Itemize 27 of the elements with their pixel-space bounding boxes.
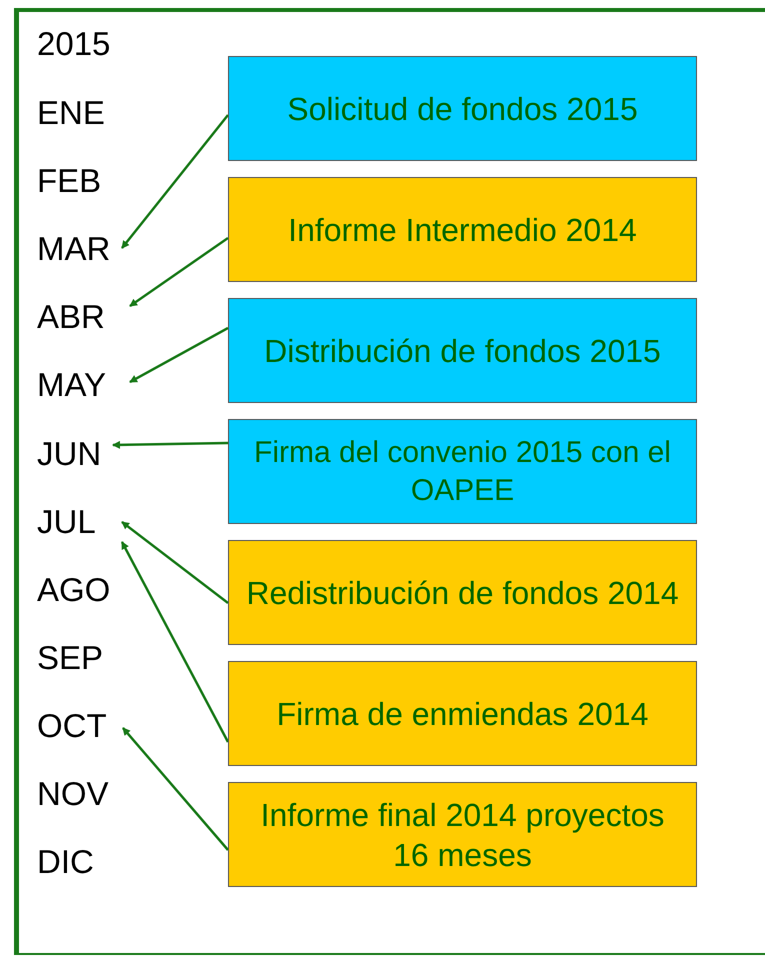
- arrow: [112, 440, 228, 449]
- event-box: Informe Intermedio 2014: [228, 177, 697, 282]
- event-box: Distribución de fondos 2015: [228, 298, 697, 403]
- arrow: [120, 541, 230, 743]
- arrow: [129, 236, 229, 308]
- month-label: ENE: [37, 93, 112, 133]
- month-label: SEP: [37, 638, 112, 678]
- event-box: Redistribución de fondos 2014: [228, 540, 697, 645]
- event-box: Firma del convenio 2015 con el OAPEE: [228, 419, 697, 524]
- month-label: JUN: [37, 434, 113, 474]
- month-label: MAY: [37, 365, 130, 405]
- event-box: Informe final 2014 proyectos 16 meses: [228, 782, 697, 887]
- month-label: OCT: [37, 706, 123, 746]
- event-box: Firma de enmiendas 2014: [228, 661, 697, 766]
- month-label: DIC: [37, 842, 107, 882]
- year-label: 2015: [37, 24, 110, 64]
- month-label: AGO: [37, 570, 122, 610]
- event-box: Solicitud de fondos 2015: [228, 56, 697, 161]
- month-label: ABR: [37, 297, 130, 337]
- month-label: MAR: [37, 229, 122, 269]
- arrow: [129, 326, 229, 384]
- month-label: NOV: [37, 774, 122, 814]
- arrow: [121, 521, 229, 604]
- month-label: FEB: [37, 161, 107, 201]
- arrow: [122, 727, 229, 851]
- arrow: [121, 114, 229, 249]
- month-label: JUL: [37, 502, 122, 542]
